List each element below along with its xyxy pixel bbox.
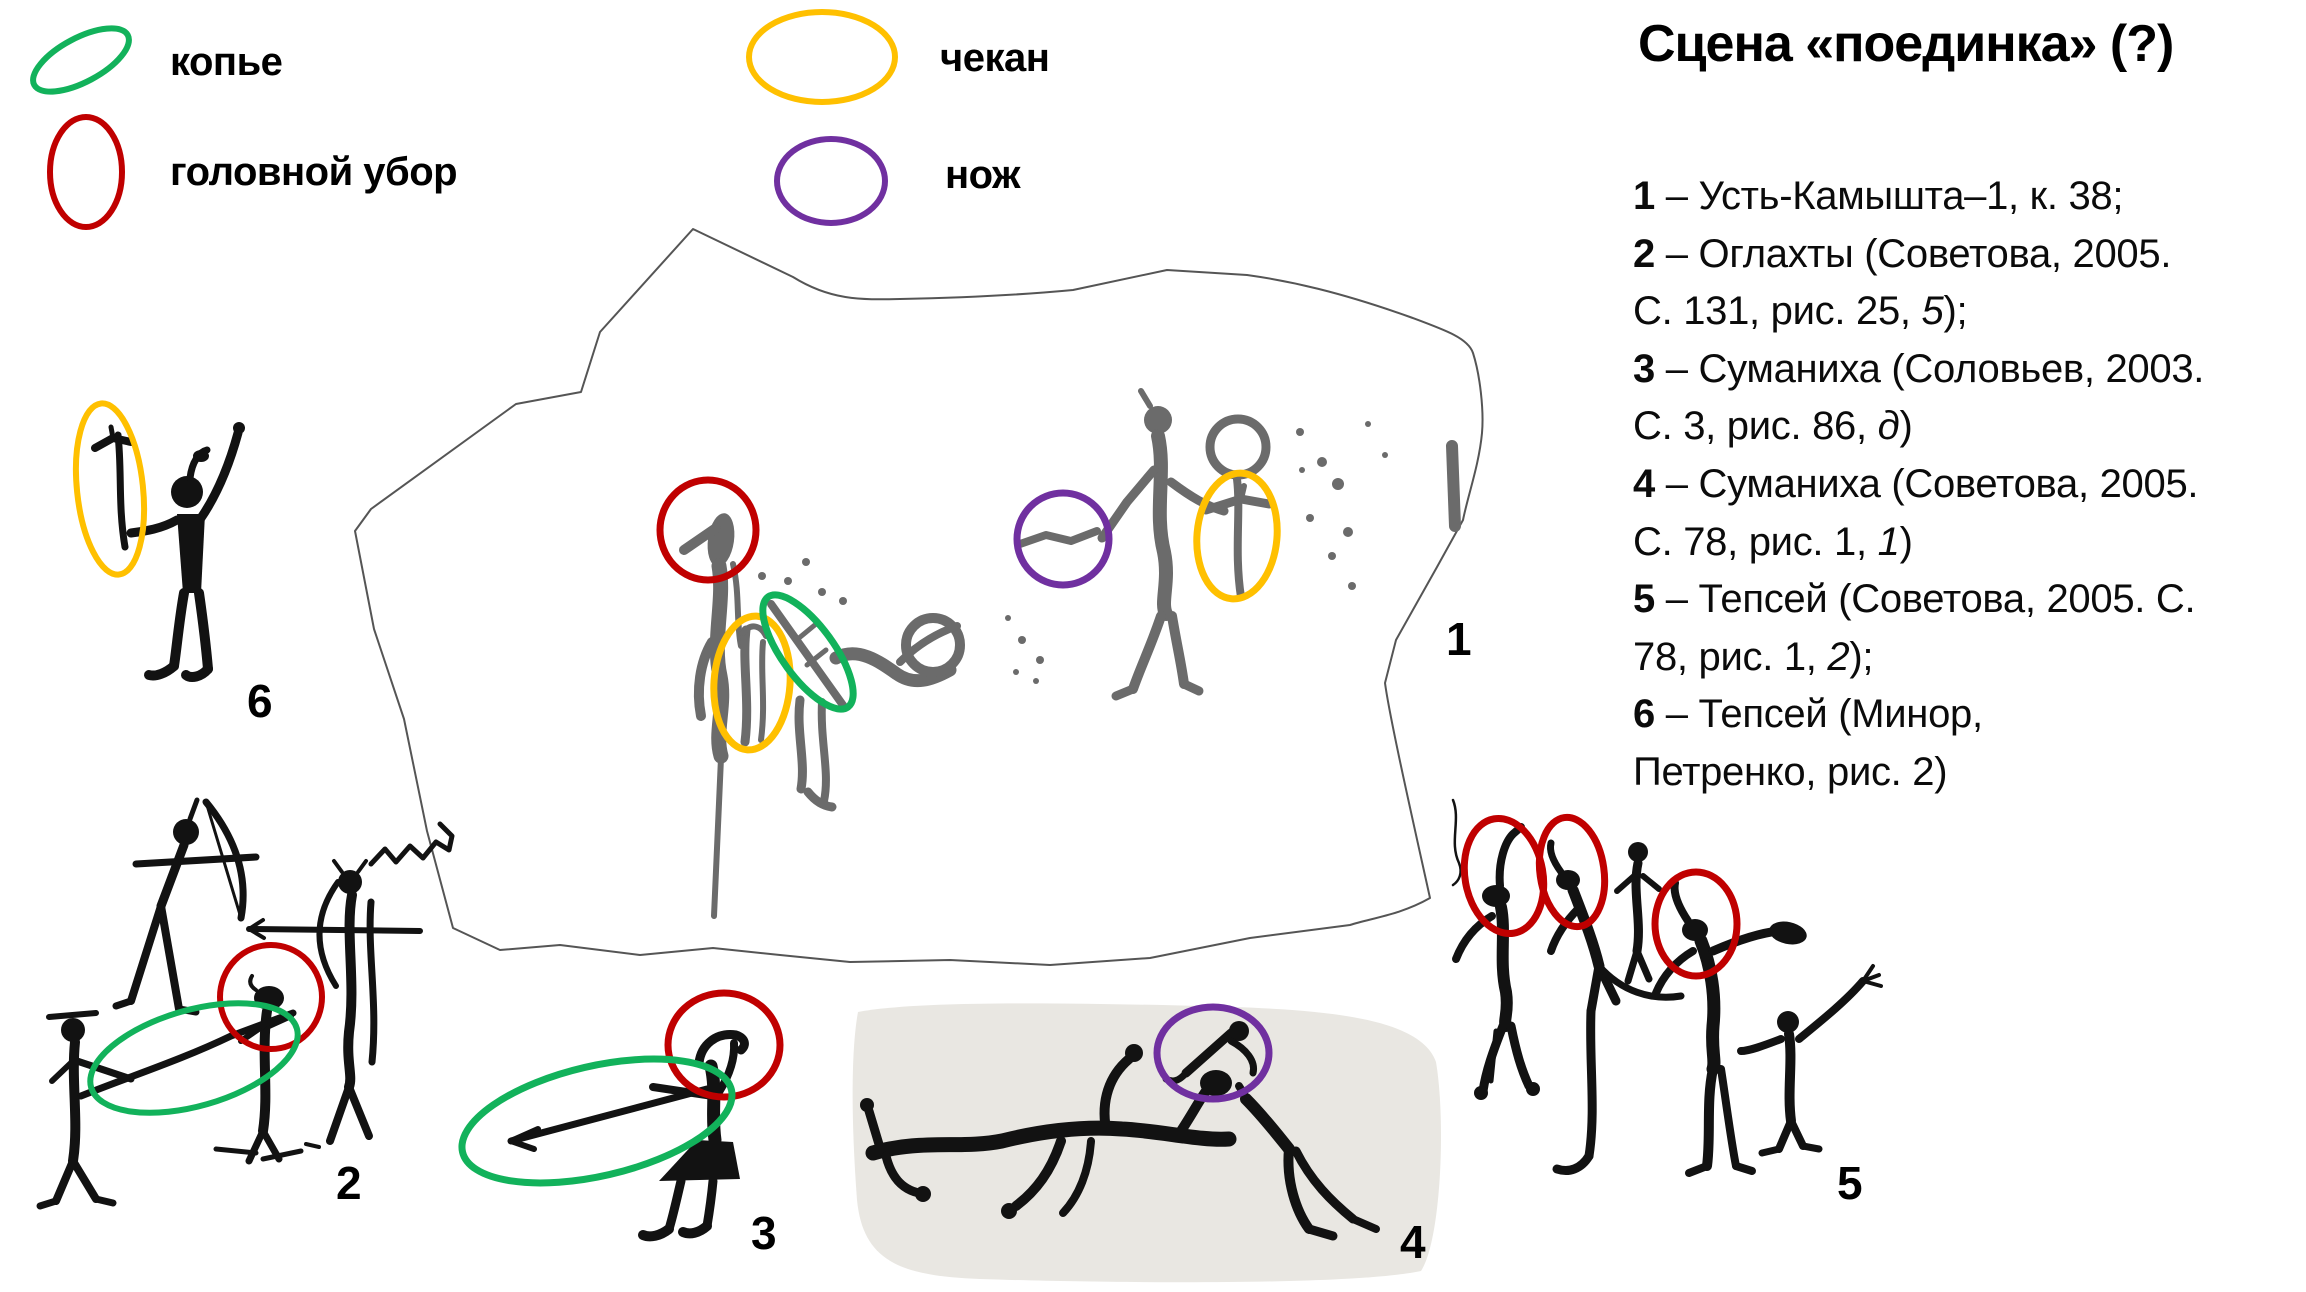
legend-swatch-chekan — [745, 8, 901, 108]
reference-line: 3 – Суманиха (Соловьев, 2003. — [1633, 346, 2205, 391]
legend-swatch-spear — [24, 18, 144, 108]
legend-label-knife: нож — [945, 153, 1020, 197]
chekan-annotation-ellipse — [1193, 469, 1281, 603]
headdress-annotation-ellipse — [1651, 868, 1741, 980]
knife-annotation-ellipse — [1013, 489, 1113, 589]
petroglyph-panel-6 — [91, 422, 245, 682]
spear-ellipse-icon — [30, 25, 132, 95]
chekan-annotation-ellipse — [710, 612, 794, 754]
stone-outline — [354, 228, 1484, 966]
legend-label-headdress: головной убор — [170, 150, 458, 194]
reference-list: 1 – Усть-Камышта–1, к. 38; 2 – Оглахты (С… — [1633, 168, 2306, 802]
spear-annotation-ellipse — [759, 591, 857, 713]
petroglyph-panel-3 — [507, 1030, 749, 1242]
scan-paper-patch — [852, 1003, 1441, 1283]
reference-line: 78, рис. 1, 2); — [1633, 634, 1874, 679]
spear-annotation-ellipse — [87, 1000, 301, 1116]
reference-line: 4 – Суманиха (Советова, 2005. — [1633, 461, 2199, 506]
panel-label-1: 1 — [1446, 613, 1472, 665]
reference-line: 5 – Тепсей (Советова, 2005. С. — [1633, 577, 2196, 622]
reference-line: 1 – Усть-Камышта–1, к. 38; — [1633, 174, 2124, 218]
reference-line: 6 – Тепсей (Минор, — [1633, 692, 1983, 737]
legend-swatch-headdress — [42, 112, 132, 232]
chekan-annotation-ellipse — [72, 400, 148, 578]
headdress-annotation-ellipse — [1535, 813, 1609, 931]
knife-ellipse-icon — [774, 136, 888, 226]
headdress-annotation-ellipse — [217, 942, 325, 1052]
annotation-ellipses — [72, 400, 1741, 1187]
panel-label-5: 5 — [1837, 1157, 1863, 1209]
reference-line: С. 131, рис. 25, 5); — [1633, 289, 1968, 334]
spear-annotation-ellipse — [458, 1055, 736, 1187]
legend-label-spear: копье — [170, 40, 283, 84]
chekan-ellipse-icon — [746, 9, 898, 105]
headdress-annotation-ellipse — [664, 989, 784, 1101]
reference-line: Петренко, рис. 2) — [1633, 749, 1948, 794]
knife-annotation-ellipse — [1153, 1003, 1273, 1103]
legend-label-chekan: чекан — [940, 36, 1050, 80]
petroglyph-panel-4 — [852, 1003, 1441, 1283]
panel-label-4: 4 — [1400, 1216, 1426, 1268]
reference-line: 2 – Оглахты (Советова, 2005. — [1633, 231, 2172, 276]
headdress-annotation-ellipse — [656, 476, 760, 584]
petroglyph-panel-5 — [1451, 798, 1883, 1177]
headdress-ellipse-icon — [47, 114, 125, 230]
panel-label-3: 3 — [751, 1207, 777, 1259]
legend-swatch-knife — [773, 134, 891, 229]
petroglyph-panel-2 — [36, 797, 455, 1210]
reference-line: С. 3, рис. 86, д) — [1633, 404, 1913, 449]
reference-line: С. 78, рис. 1, 1) — [1633, 519, 1913, 564]
panel-label-6: 6 — [247, 675, 273, 727]
figure-title: Сцена «поединка» (?) — [1638, 15, 2174, 73]
panel-label-2: 2 — [336, 1157, 362, 1209]
